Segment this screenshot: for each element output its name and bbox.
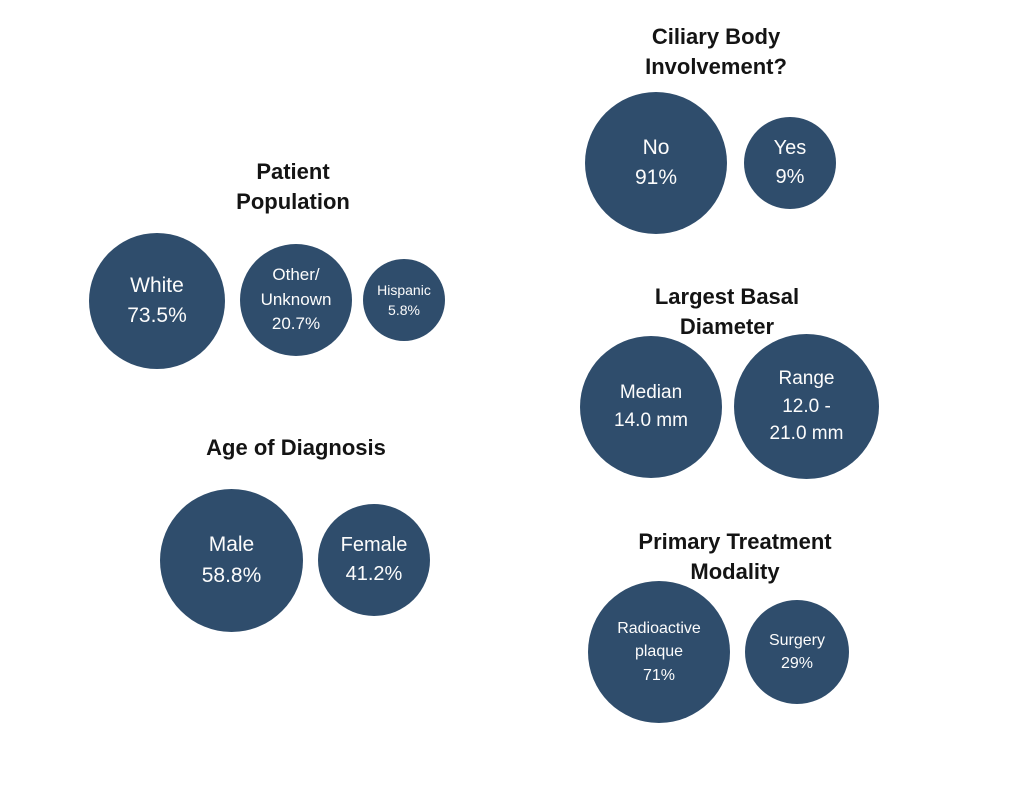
bubble-label: Hispanic [377,281,431,298]
bubble-label: Range [778,368,835,390]
bubble-text: White 73.5% [127,271,187,332]
bubble-label: No [642,135,670,159]
bubble-value: 91% [634,166,678,189]
bubble-text: Other/ Unknown 20.7% [261,263,332,337]
bubble-no: No 91% [585,92,727,234]
bubble-female: Female 41.2% [318,504,430,616]
bubble-text: Range 12.0 - 21.0 mm [770,365,844,448]
bubble-value: 41.2% [345,563,403,585]
bubble-value: 9% [775,166,805,188]
bubble-label: Other/ Unknown [260,265,332,309]
bubble-label: Male [208,533,255,557]
bubble-value: 58.8% [201,563,262,587]
bubble-value: 14.0 mm [614,410,688,431]
bubble-text: Male 58.8% [202,530,262,591]
bubble-label: Female [340,534,408,556]
bubble-text: Hispanic 5.8% [377,280,431,321]
chart-title-age-of-diagnosis: Age of Diagnosis [206,435,386,460]
bubble-value: 73.5% [127,304,187,327]
bubble-label: White [130,273,184,297]
bubble-radioactive-plaque: Radioactive plaque 71% [588,581,730,723]
bubble-value: 5.8% [388,302,420,318]
bubble-value: 12.0 - 21.0 mm [769,395,844,445]
bubble-text: Median 14.0 mm [614,379,688,434]
bubble-value: 20.7% [271,314,321,334]
chart-title-largest-basal-diameter: Largest Basal Diameter [654,284,800,339]
bubble-label: Radioactive plaque [617,620,701,661]
bubble-value: 71% [642,666,675,684]
bubble-surgery: Surgery 29% [745,600,849,704]
bubble-text: No 91% [635,133,677,194]
bubble-text: Yes 9% [774,134,807,192]
chart-title-primary-treatment-modality: Primary Treatment Modality [638,529,832,584]
bubble-label: Yes [773,137,807,159]
bubble-yes: Yes 9% [744,117,836,209]
bubble-value: 29% [780,655,814,672]
bubble-other-unknown: Other/ Unknown 20.7% [240,244,352,356]
bubble-male: Male 58.8% [160,489,303,632]
bubble-hispanic: Hispanic 5.8% [363,259,445,341]
bubble-text: Surgery 29% [769,629,825,675]
bubble-median: Median 14.0 mm [580,336,722,478]
chart-title-ciliary-body-involvement: Ciliary Body Involvement? [645,24,787,79]
bubble-range: Range 12.0 - 21.0 mm [734,334,879,479]
bubble-label: Surgery [768,631,826,649]
bubble-white: White 73.5% [89,233,225,369]
bubble-label: Median [619,382,683,404]
bubble-text: Radioactive plaque 71% [617,617,701,687]
chart-title-patient-population: Patient Population [236,159,350,214]
bubble-text: Female 41.2% [341,531,408,589]
